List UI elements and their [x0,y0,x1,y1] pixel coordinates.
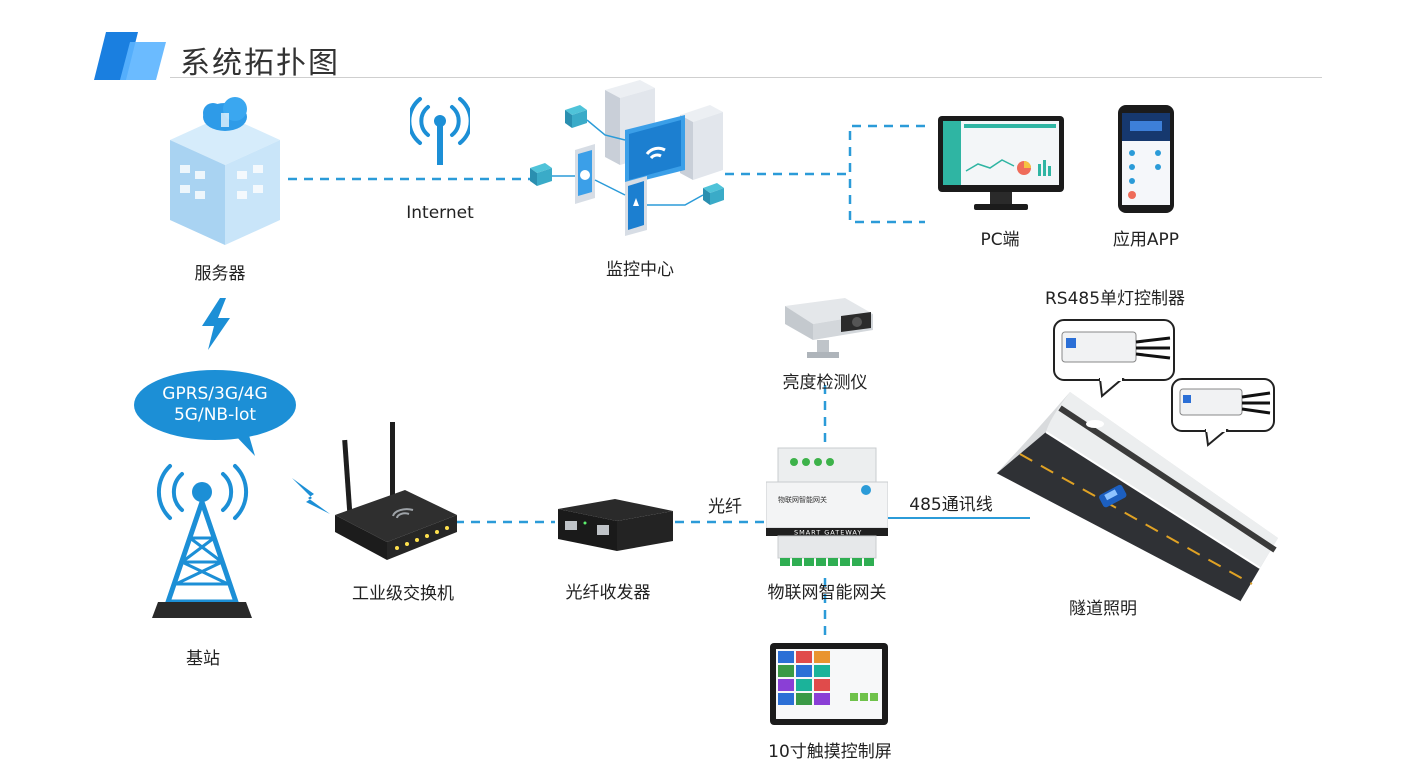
tunnel-lighting-label: 隧道照明 [1069,599,1137,619]
page-title: 系统拓扑图 [180,46,340,81]
network-bubble-line2: 5G/NB-lot [173,405,257,425]
rs485-controller-label: RS485单灯控制器 [1044,289,1186,309]
mobile-app-icon [1118,105,1174,213]
fiber-transceiver-label: 光纤收发器 [565,583,651,603]
fiber-label: 光纤 [708,497,742,517]
signal-lightning-icon [288,472,334,518]
pc-label: PC端 [980,230,1020,250]
industrial-switch-icon [335,420,460,565]
monitor-center-icon [525,80,730,240]
iot-gateway-icon: 物联网智能网关 SMART GATEWAY [765,446,889,572]
fiber-transceiver-icon [553,495,678,555]
server-label: 服务器 [194,264,246,284]
title-logo [88,30,168,82]
base-station-icon [150,462,255,622]
server-icon [155,95,290,255]
base-station-label: 基站 [186,649,220,669]
brightness-detector-label: 亮度检测仪 [782,373,868,393]
gateway-band-text: SMART GATEWAY [794,529,862,537]
lightning-icon [198,298,234,350]
switch-label: 工业级交换机 [352,584,454,604]
network-bubble-line1: GPRS/3G/4G [162,384,268,404]
rs485-controller-callout-2 [1170,377,1278,447]
app-label: 应用APP [1112,230,1180,250]
brightness-detector-icon [775,298,875,360]
title-divider [170,77,1322,78]
rs485-link-label: 485通讯线 [909,495,993,515]
gateway-brand-text: 物联网智能网关 [778,495,827,504]
wireless-antenna-icon [407,95,473,167]
touch-screen-label: 10寸触摸控制屏 [768,742,892,762]
touch-screen-icon [770,643,888,725]
gateway-label: 物联网智能网关 [767,583,887,603]
pc-monitor-icon [938,116,1064,212]
rs485-controller-callout-1 [1052,318,1178,398]
tunnel-lighting-icon [990,388,1285,608]
network-type-bubble: GPRS/3G/4G 5G/NB-lot [134,370,296,440]
internet-label: Internet [406,203,474,223]
monitor-center-label: 监控中心 [606,260,674,280]
